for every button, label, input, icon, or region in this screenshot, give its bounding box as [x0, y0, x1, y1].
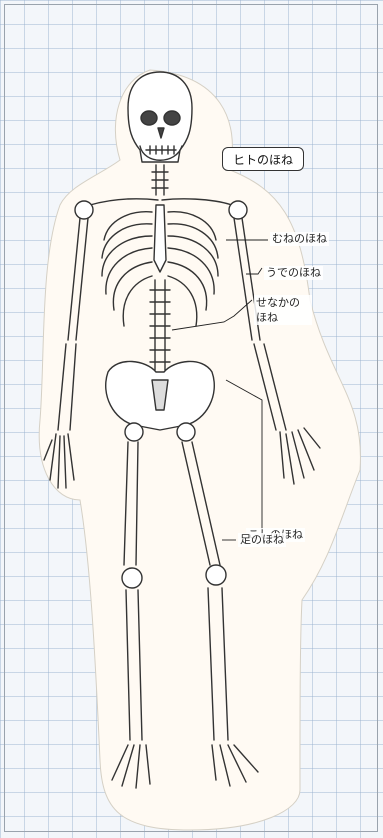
- knee-right: [206, 565, 226, 585]
- diagram-title: ヒトのほね: [222, 147, 304, 171]
- label-arm-bones: うでのほね: [264, 266, 323, 280]
- label-chest-bones: むねのほね: [270, 232, 329, 246]
- eye-socket-right: [164, 111, 180, 125]
- knee-left: [122, 568, 142, 588]
- hip-joint-left: [125, 423, 143, 441]
- shoulder-left: [75, 201, 93, 219]
- eye-socket-left: [141, 111, 157, 125]
- hip-joint-right: [177, 423, 195, 441]
- label-leg-bones: 足のほね: [238, 533, 286, 547]
- shoulder-right: [229, 201, 247, 219]
- sternum: [154, 205, 166, 272]
- paper-cutout: [39, 70, 360, 830]
- label-spine-bones: せなかのほね: [254, 295, 312, 325]
